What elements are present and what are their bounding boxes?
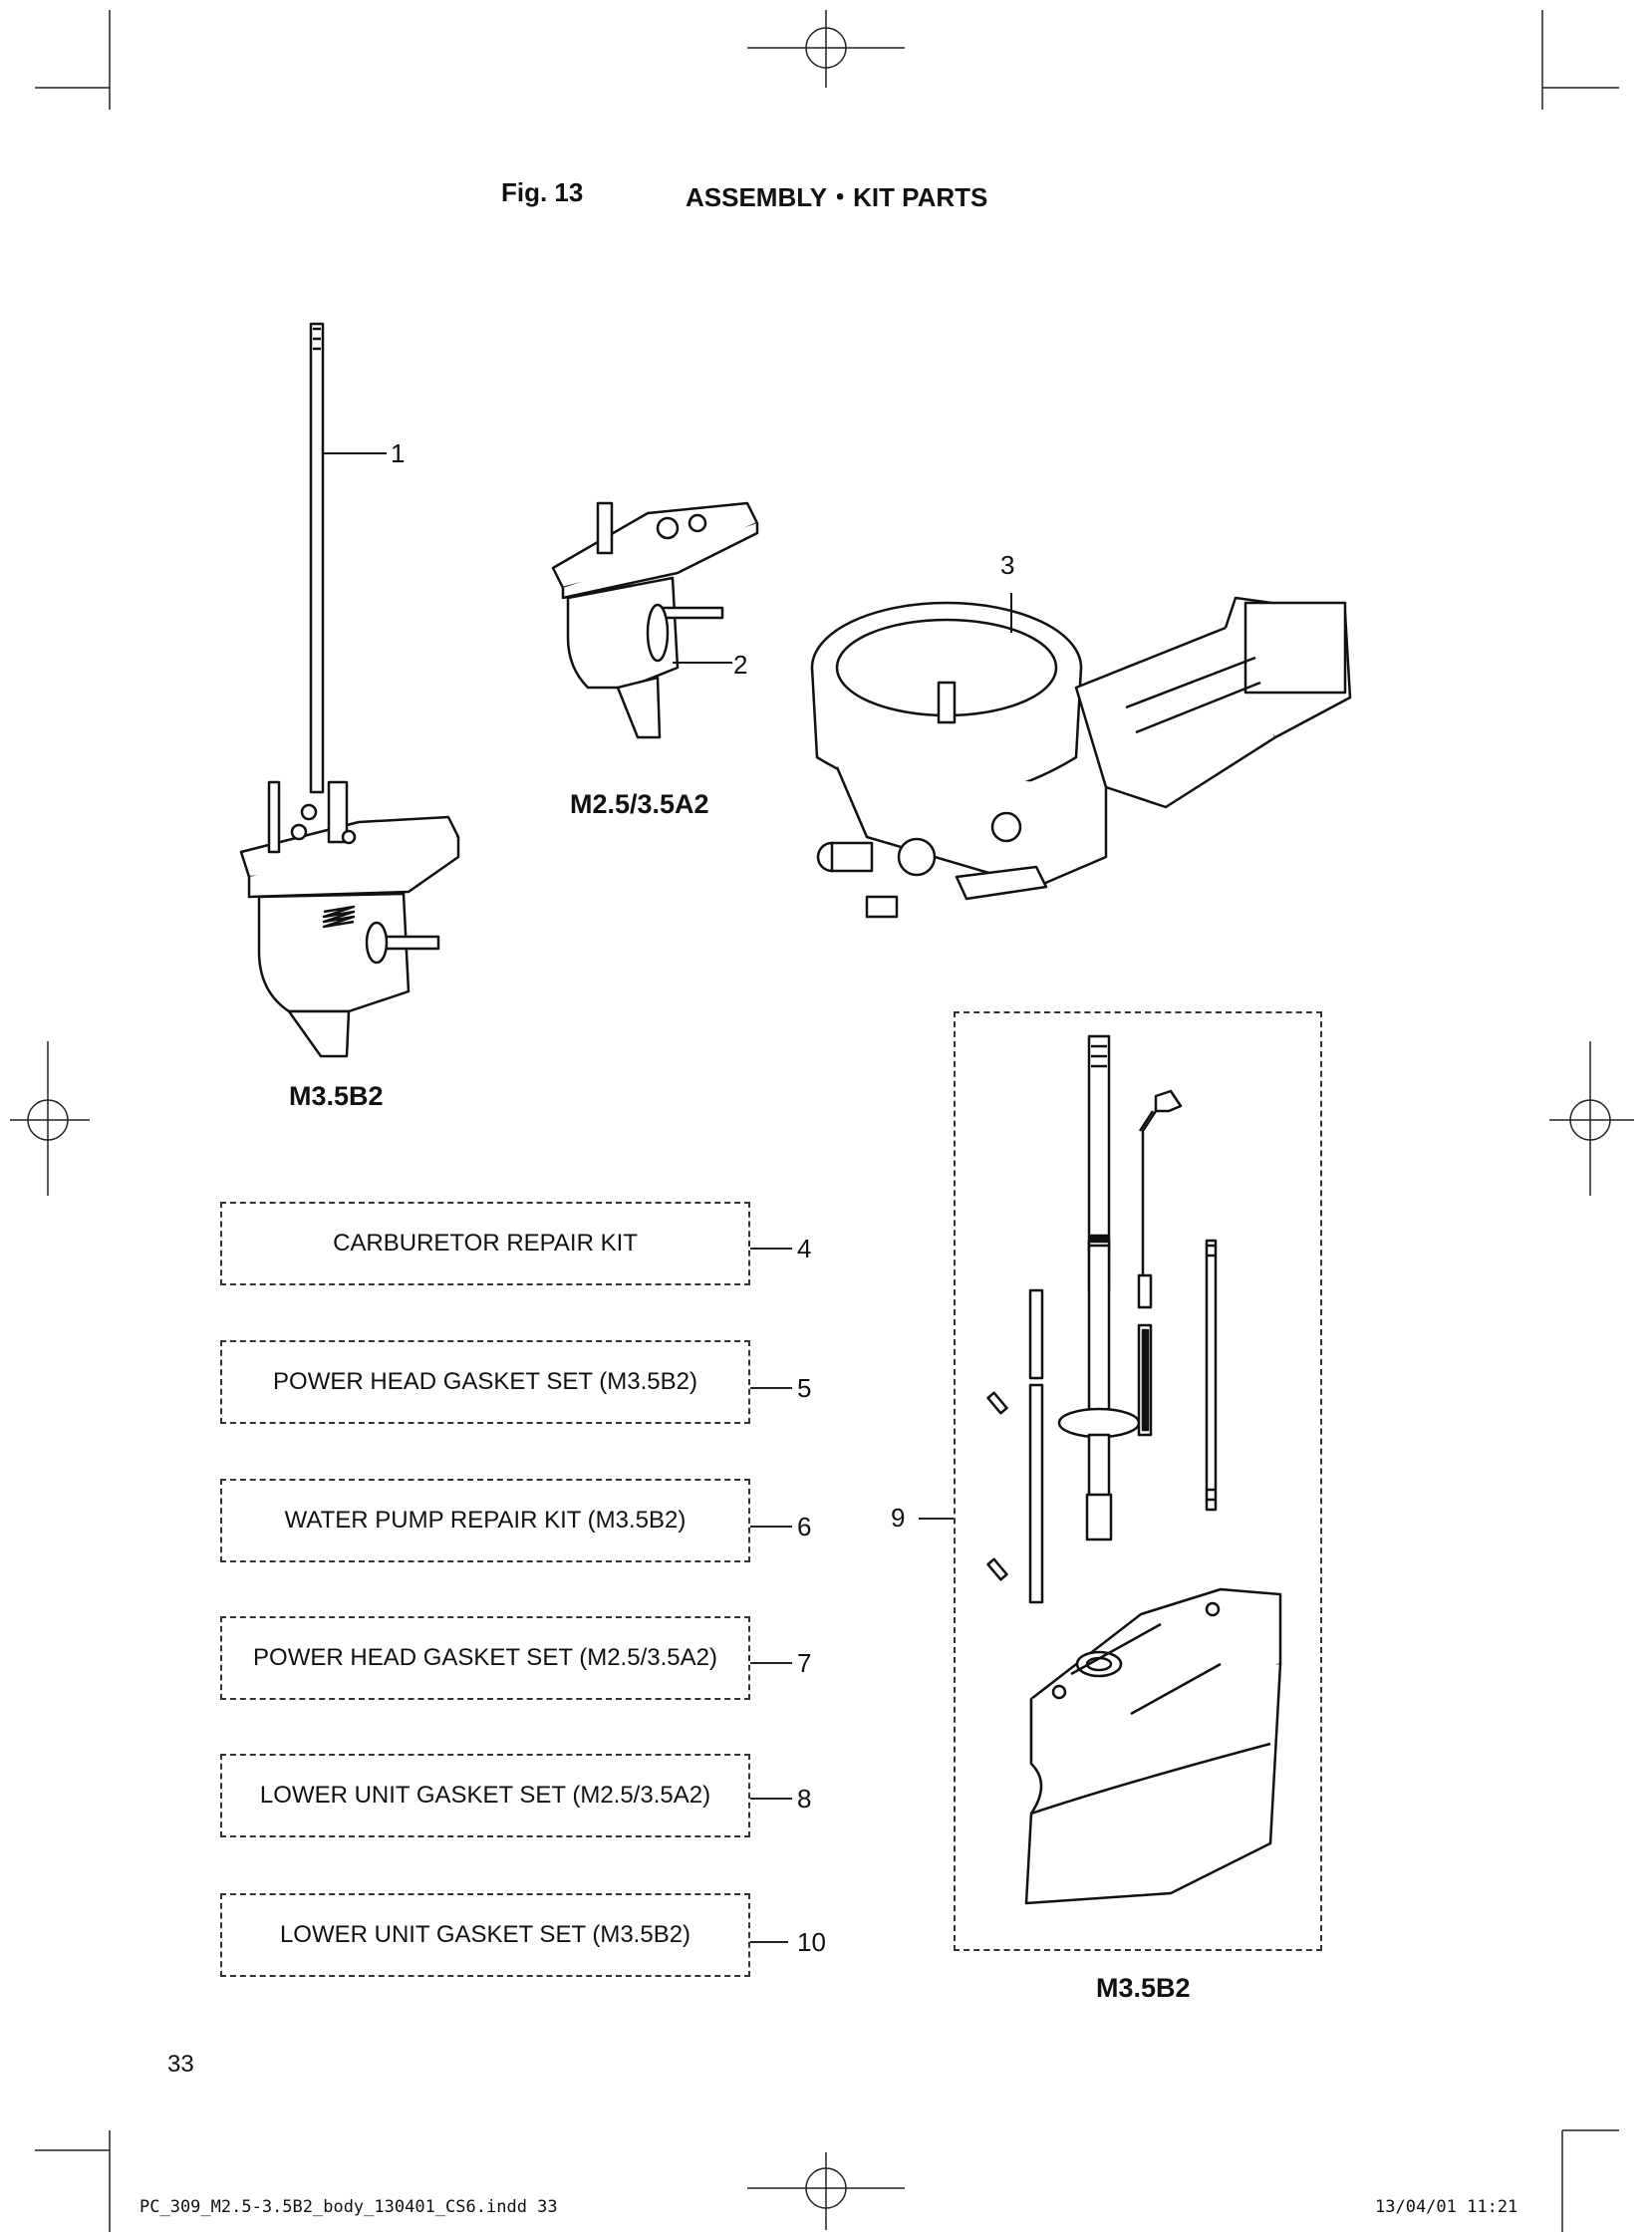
kit-label: LOWER UNIT GASKET SET (M3.5B2) xyxy=(279,1921,691,1948)
caption-shaft-kit: M3.5B2 xyxy=(1096,1973,1191,2003)
leader-7 xyxy=(750,1662,792,1664)
kit-box-lower-unit-gasket-m25: LOWER UNIT GASKET SET (M2.5/3.5A2) xyxy=(220,1754,750,1837)
callout-8: 8 xyxy=(797,1784,812,1814)
kit-label: LOWER UNIT GASKET SET (M2.5/3.5A2) xyxy=(259,1782,711,1809)
leader-10 xyxy=(750,1941,788,1943)
kit-box-water-pump-repair: WATER PUMP REPAIR KIT (M3.5B2) xyxy=(220,1479,750,1562)
kit-label: WATER PUMP REPAIR KIT (M3.5B2) xyxy=(284,1507,687,1534)
caption-m35b2-left: M3.5B2 xyxy=(289,1081,384,1111)
carburetor-assembly-illustration xyxy=(810,593,1352,919)
leader-6 xyxy=(750,1526,792,1528)
kit-label: POWER HEAD GASKET SET (M2.5/3.5A2) xyxy=(253,1644,717,1671)
callout-9: 9 xyxy=(891,1503,906,1533)
kit-box-lower-unit-gasket-m35b2: LOWER UNIT GASKET SET (M3.5B2) xyxy=(220,1893,750,1977)
callout-1: 1 xyxy=(391,438,406,468)
callout-4: 4 xyxy=(797,1234,812,1263)
callout-7: 7 xyxy=(797,1648,812,1678)
kit-box-carburetor-repair: CARBURETOR REPAIR KIT xyxy=(220,1202,750,1285)
callout-3: 3 xyxy=(1000,550,1015,580)
footer-timestamp: 13/04/01 11:21 xyxy=(1375,2197,1518,2217)
kit-box-power-head-gasket-m25: POWER HEAD GASKET SET (M2.5/3.5A2) xyxy=(220,1616,750,1700)
leader-4 xyxy=(750,1248,792,1250)
figure-title: ASSEMBLY・KIT PARTS xyxy=(686,182,988,212)
page-number: 33 xyxy=(167,2051,194,2078)
kit-label: POWER HEAD GASKET SET (M3.5B2) xyxy=(273,1368,697,1395)
callout-2: 2 xyxy=(733,650,748,680)
callout-5: 5 xyxy=(797,1373,812,1403)
figure-label: Fig. 13 xyxy=(501,177,584,207)
leader-5 xyxy=(750,1387,792,1389)
lower-unit-m35b2-illustration xyxy=(239,322,460,1058)
leader-9 xyxy=(919,1518,954,1520)
callout-10: 10 xyxy=(797,1927,826,1957)
footer-filename: PC_309_M2.5-3.5B2_body_130401_CS6.indd 3… xyxy=(139,2197,558,2217)
kit-label: CARBURETOR REPAIR KIT xyxy=(333,1230,638,1257)
caption-m25-mid: M2.5/3.5A2 xyxy=(570,789,709,819)
leader-8 xyxy=(750,1798,792,1800)
callout-6: 6 xyxy=(797,1512,812,1541)
kit-box-power-head-gasket-m35b2: POWER HEAD GASKET SET (M3.5B2) xyxy=(220,1340,750,1424)
shaft-kit-frame xyxy=(954,1011,1322,1951)
lower-unit-m25-illustration xyxy=(551,501,759,739)
shaft-kit-parts-illustration xyxy=(986,1034,1282,1905)
